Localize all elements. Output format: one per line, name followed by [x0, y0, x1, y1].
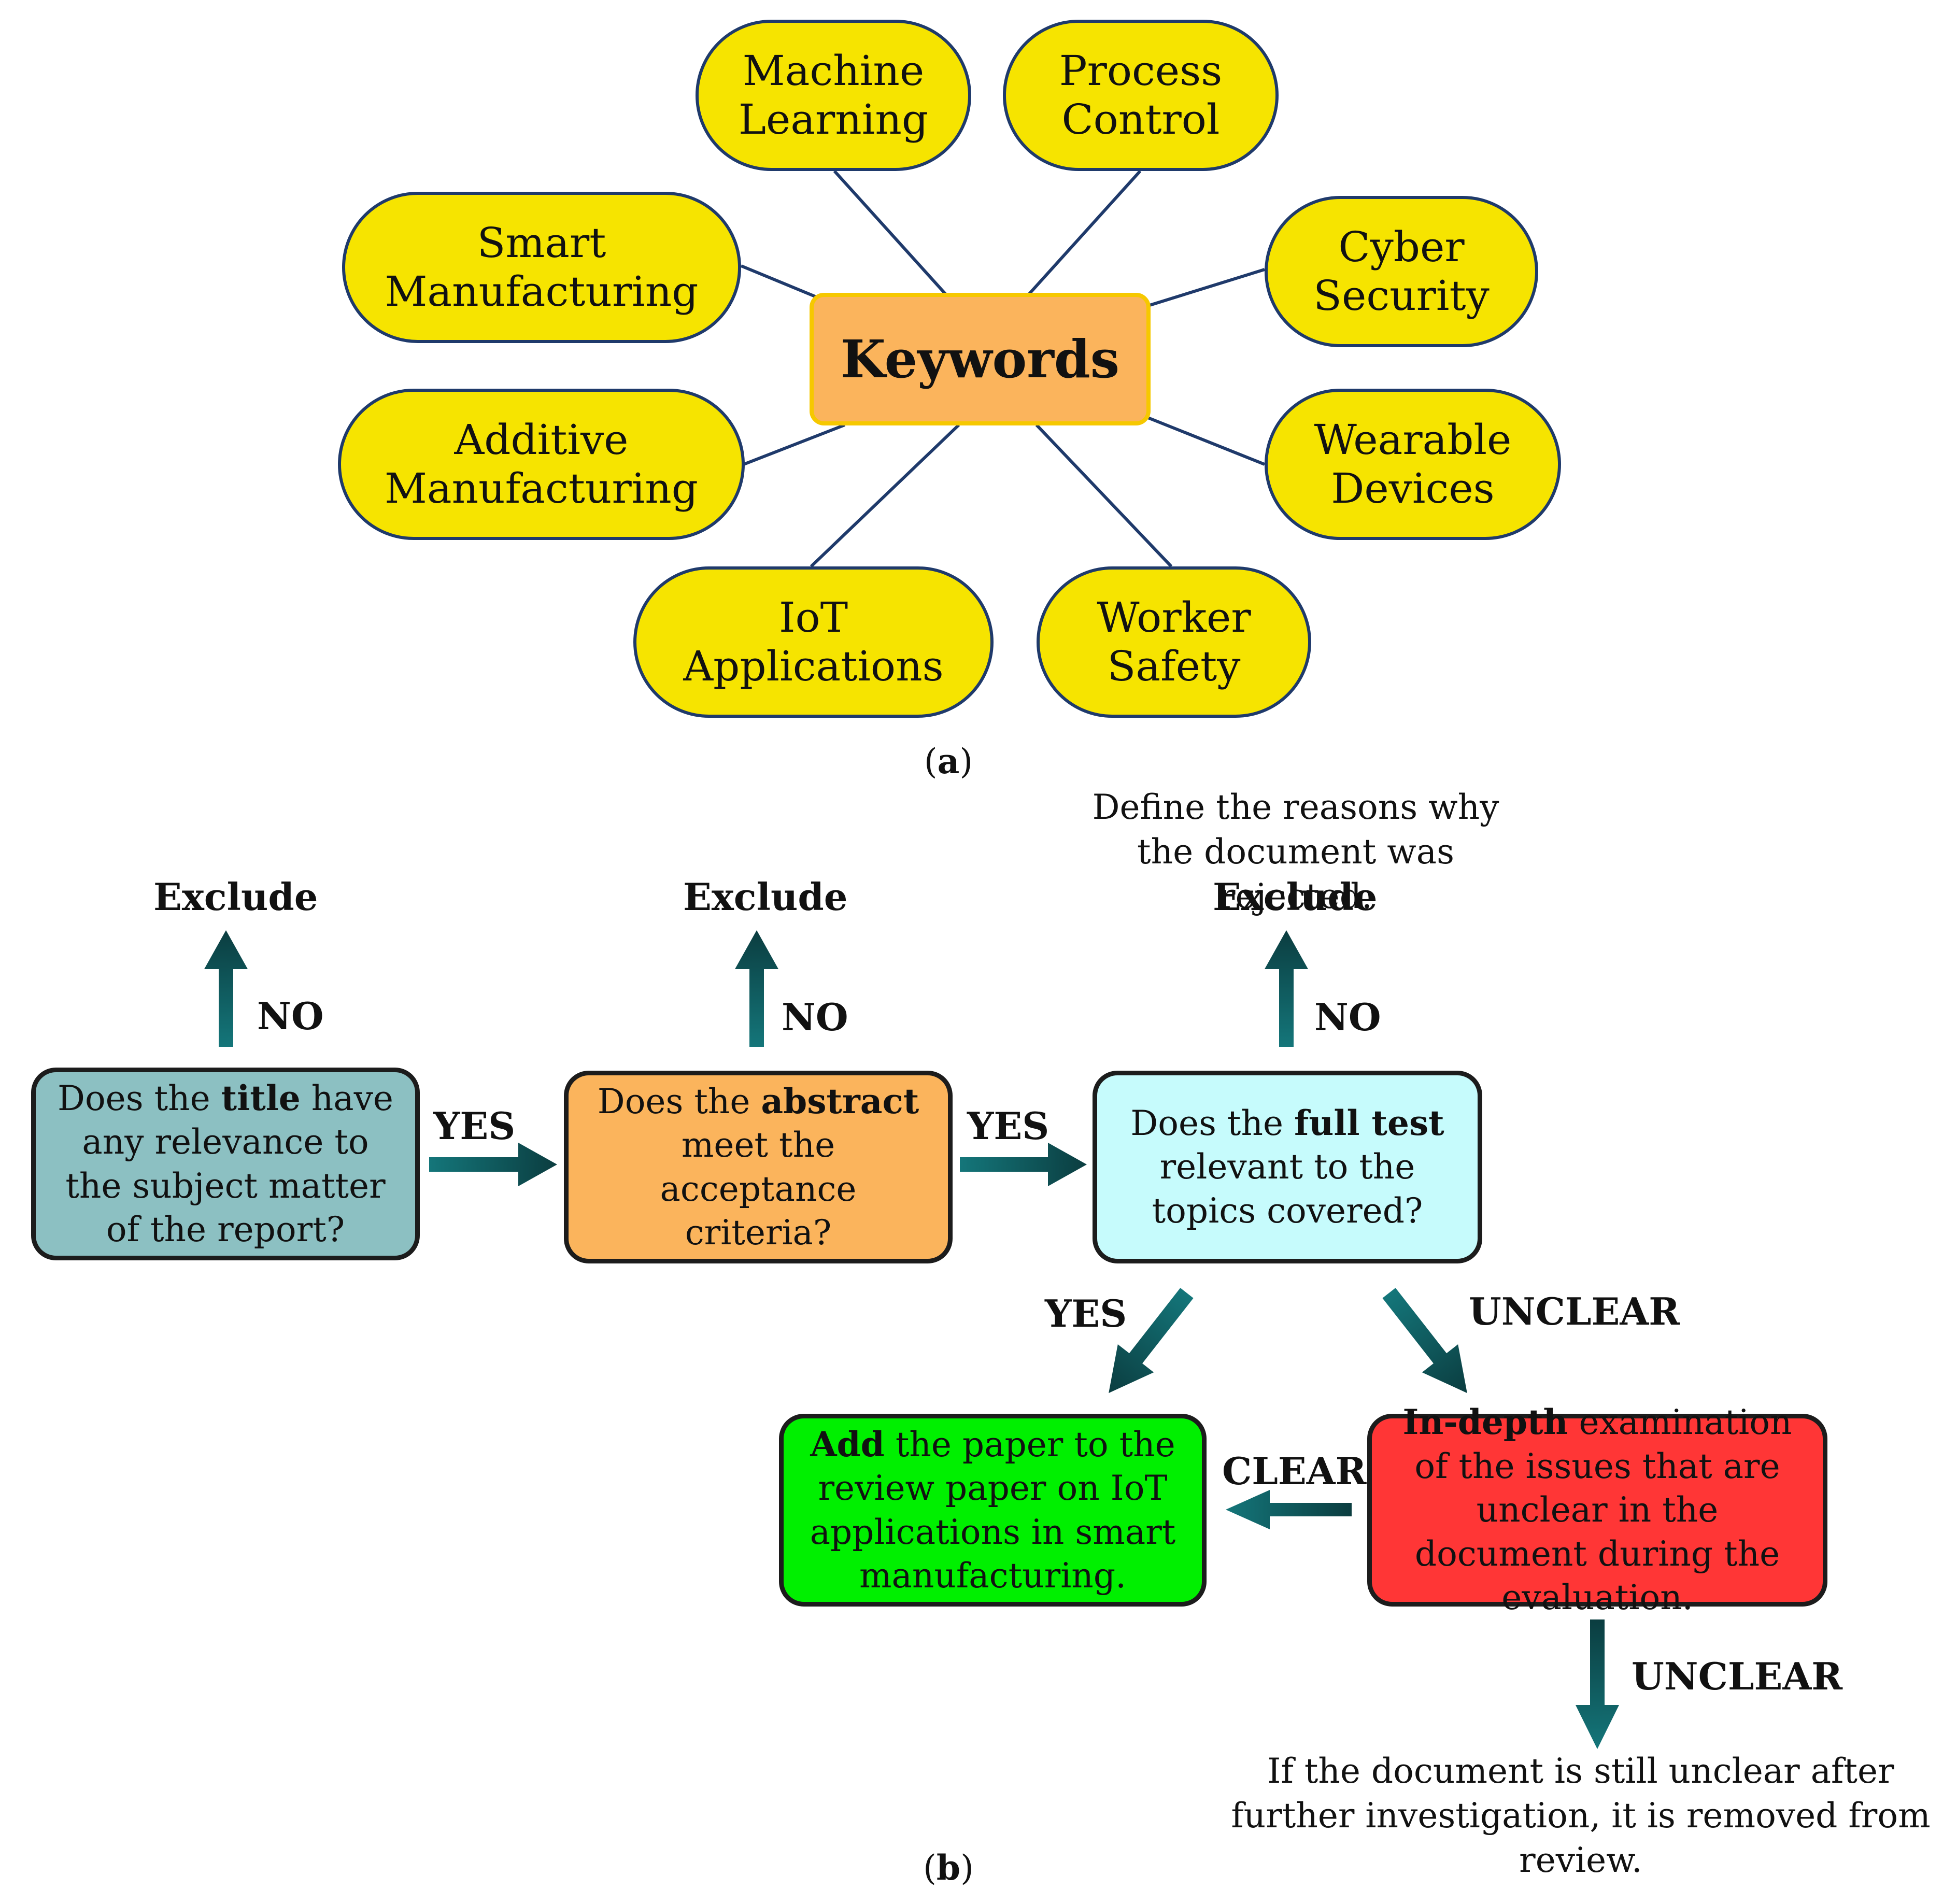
yes-label-2: YES	[967, 1104, 1049, 1148]
yes-label-1: YES	[433, 1104, 516, 1148]
no-label-3: NO	[1314, 995, 1381, 1039]
indepth-examination-text: In-depth examination of the issues that …	[1402, 1402, 1792, 1618]
connector-iot-applications	[810, 423, 960, 568]
title-question-box: Does the title have any relevance to the…	[31, 1068, 420, 1260]
fulltext-question-text: Does the full test relevant to the topic…	[1130, 1102, 1444, 1231]
exclude-label-3: Exclude	[1213, 875, 1378, 919]
arrow-up-3	[1265, 930, 1308, 1047]
arrow-right-1	[429, 1143, 557, 1186]
arrow-yes-diag	[1109, 1288, 1194, 1394]
connector-worker-safety	[1035, 423, 1173, 568]
add-paper-text: Add the paper to the review paper on IoT…	[810, 1424, 1176, 1596]
clear-label: CLEAR	[1222, 1449, 1367, 1493]
caption-b: (b)	[923, 1848, 974, 1888]
arrow-unclear-diag	[1382, 1288, 1467, 1394]
unclear-label-2: UNCLEAR	[1632, 1654, 1843, 1698]
connector-machine-learning	[833, 169, 947, 296]
exclude-label-1: Exclude	[153, 875, 318, 919]
exclude-label-2: Exclude	[683, 875, 848, 919]
connector-wearable-devices	[1139, 413, 1266, 466]
no-label-1: NO	[257, 994, 324, 1038]
indepth-examination-box: In-depth examination of the issues that …	[1367, 1402, 1827, 1617]
keyword-wearable-devices: Wearable Devices	[1265, 389, 1561, 540]
title-question-text: Does the title have any relevance to the…	[58, 1077, 393, 1249]
fulltext-question-box: Does the full test relevant to the topic…	[1093, 1071, 1482, 1263]
keyword-smart-manufacturing: Smart Manufacturing	[342, 192, 741, 343]
keyword-iot-applications: IoT Applications	[633, 566, 994, 718]
no-label-2: NO	[782, 995, 848, 1039]
keywords-center-label: Keywords	[840, 329, 1120, 390]
arrow-up-1	[204, 930, 248, 1047]
caption-a: (a)	[924, 741, 973, 782]
connector-additive-manufacturing	[743, 423, 846, 466]
removed-note: If the document is still unclear after f…	[1231, 1751, 1931, 1880]
arrow-up-2	[735, 930, 778, 1047]
keyword-worker-safety: Worker Safety	[1037, 566, 1311, 718]
connector-smart-manufacturing	[740, 264, 820, 300]
keyword-additive-manufacturing: Additive Manufacturing	[338, 389, 745, 540]
abstract-question-text: Does the abstract meet the acceptance cr…	[597, 1081, 919, 1253]
reject-reason-note: Define the reasons why the document was …	[1092, 787, 1499, 916]
keyword-machine-learning: Machine Learning	[696, 20, 971, 171]
arrow-right-2	[960, 1143, 1087, 1186]
keyword-process-control: Process Control	[1003, 20, 1279, 171]
keyword-cyber-security: Cyber Security	[1265, 196, 1538, 347]
connector-process-control	[1027, 169, 1142, 296]
unclear-label-1: UNCLEAR	[1469, 1289, 1680, 1333]
arrow-down-unclear	[1576, 1619, 1619, 1749]
abstract-question-box: Does the abstract meet the acceptance cr…	[564, 1071, 953, 1263]
yes-label-3: YES	[1045, 1291, 1127, 1335]
arrow-left-clear	[1226, 1490, 1352, 1529]
keywords-center-box: Keywords	[810, 293, 1151, 425]
add-paper-box: Add the paper to the review paper on IoT…	[779, 1414, 1207, 1607]
connector-cyber-security	[1147, 268, 1265, 307]
